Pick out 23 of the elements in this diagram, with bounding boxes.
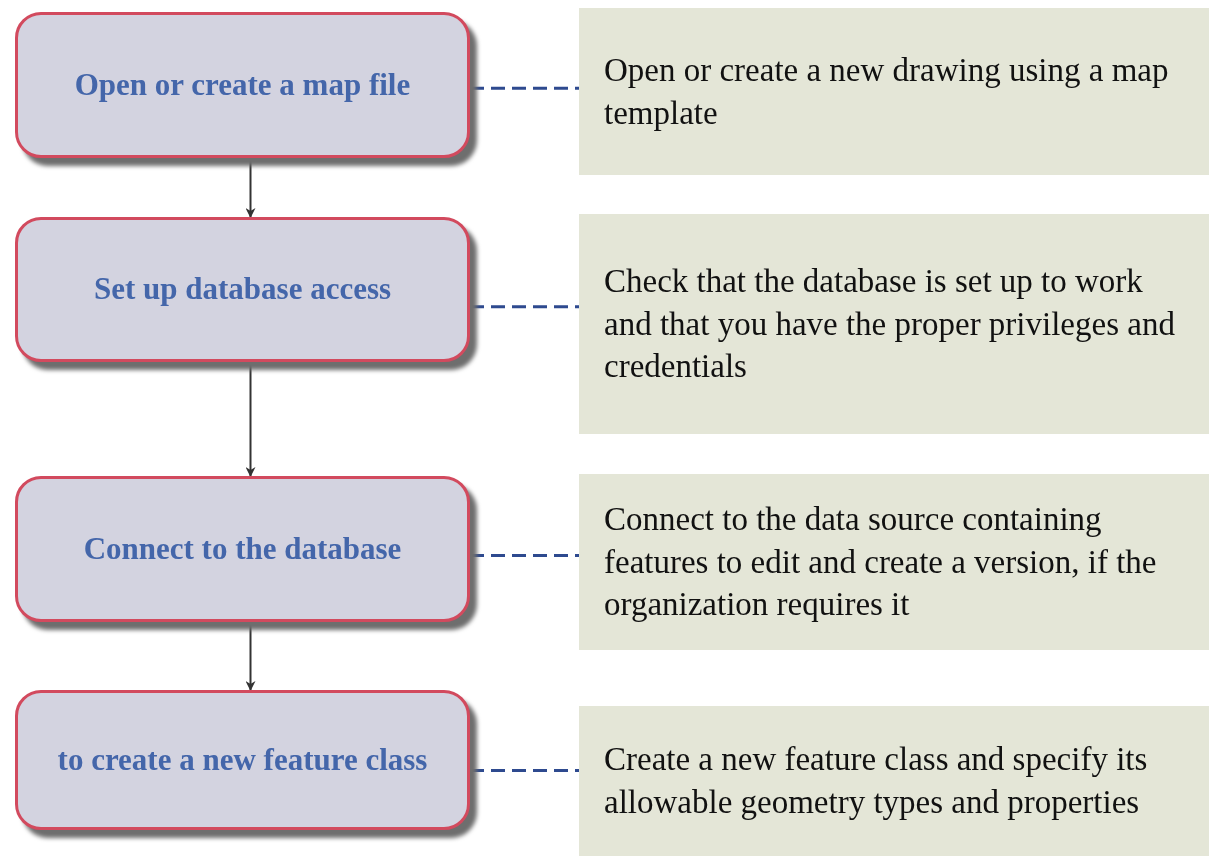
dashed-connector <box>470 86 579 90</box>
process-box <box>15 12 470 158</box>
arrow <box>245 157 256 218</box>
process-box <box>15 217 470 362</box>
arrow <box>245 361 256 477</box>
arrow <box>245 621 256 691</box>
description-panel <box>579 706 1209 856</box>
step-label: Open or create a map file <box>74 65 411 104</box>
process-box <box>15 690 470 830</box>
description-panel <box>579 474 1209 650</box>
step-label: to create a new feature class <box>57 740 428 779</box>
description-panel <box>579 214 1209 434</box>
description-text: Connect to the data source containing features to edit and create a version, if the organization requires it <box>604 499 1158 625</box>
process-box <box>15 476 470 622</box>
description-text: Open or create a new drawing using a map template <box>604 50 1170 133</box>
description-text: Create a new feature class and specify its allowable geometry types and properties <box>604 740 1149 822</box>
step-label: Set up database access <box>93 270 392 309</box>
dashed-connector <box>470 554 579 557</box>
dashed-connector <box>470 305 579 309</box>
step-label: Connect to the database <box>83 529 402 568</box>
description-text: Check that the database is set up to work and that you have the proper privileges and credentials <box>604 261 1176 387</box>
dashed-connector <box>470 769 579 772</box>
description-panel <box>579 8 1209 175</box>
